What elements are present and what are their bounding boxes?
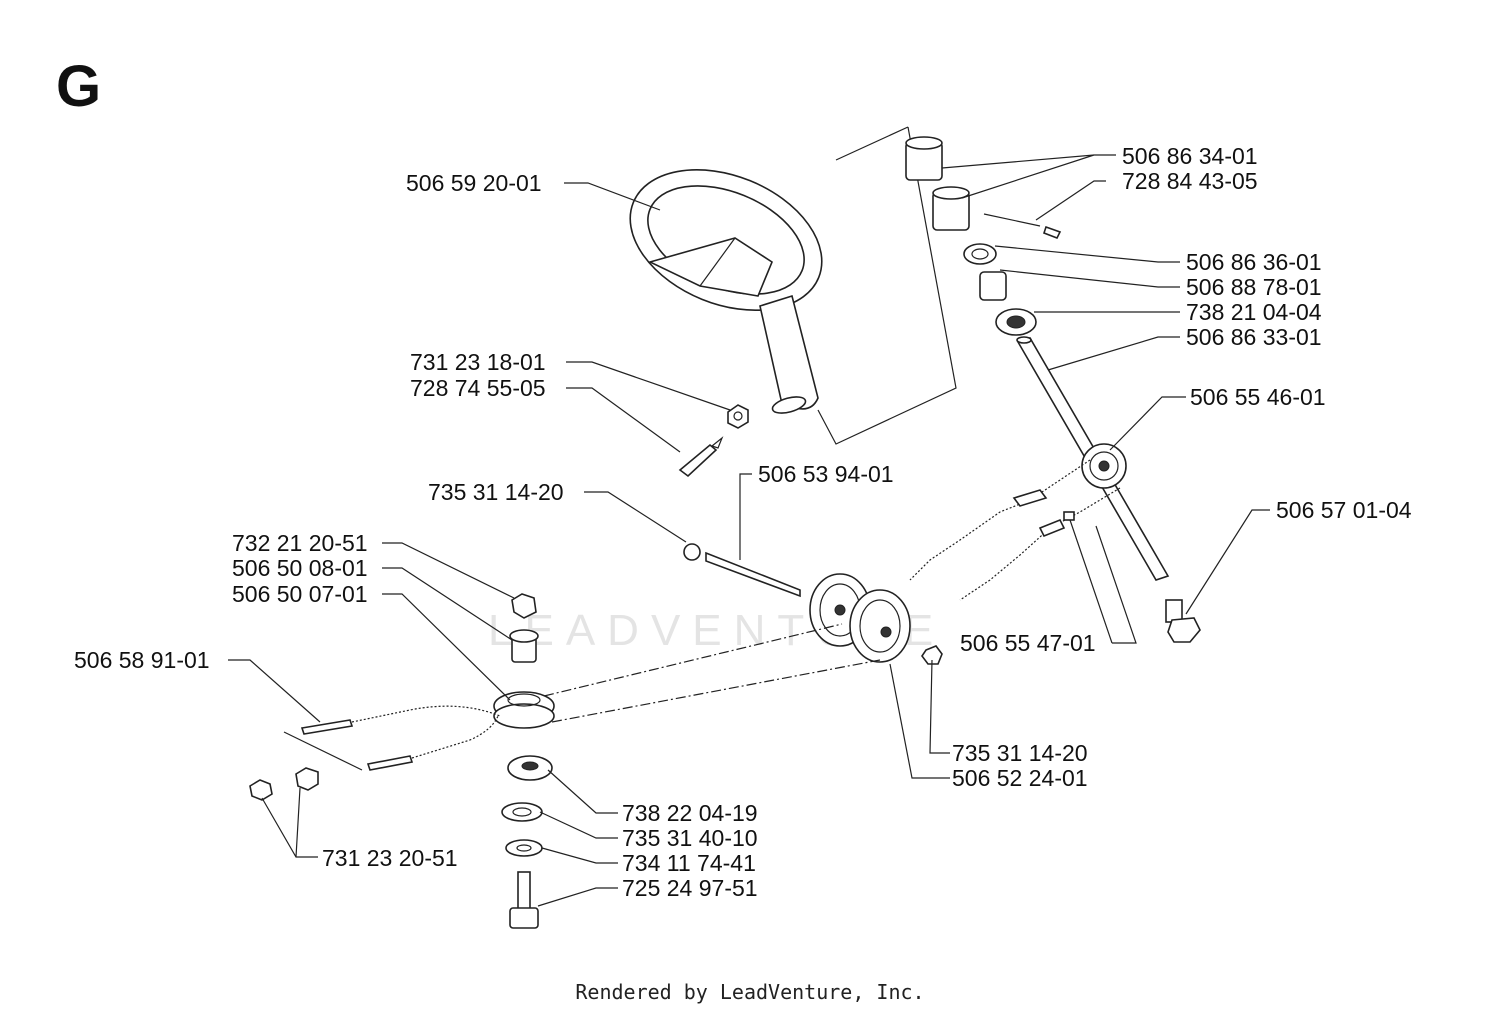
part-label: 732 21 20-51 bbox=[232, 530, 368, 556]
part-label: 506 50 08-01 bbox=[232, 555, 368, 581]
bolt-506-57 bbox=[1165, 599, 1201, 643]
part-label: 728 74 55-05 bbox=[410, 375, 546, 401]
part-label: 735 31 14-20 bbox=[428, 479, 564, 505]
part-label: 506 55 47-01 bbox=[960, 630, 1096, 656]
part-label: 735 31 40-10 bbox=[622, 825, 758, 851]
belt-upper bbox=[543, 623, 843, 697]
part-label: 506 57 01-04 bbox=[1276, 497, 1412, 523]
belt-lower bbox=[551, 659, 881, 723]
pulley-shaft bbox=[683, 543, 801, 598]
part-label: 506 58 91-01 bbox=[74, 647, 210, 673]
sprocket bbox=[1081, 443, 1127, 489]
part-label: 506 88 78-01 bbox=[1186, 274, 1322, 300]
section-letter: G bbox=[56, 54, 102, 119]
part-label: 506 53 94-01 bbox=[758, 461, 894, 487]
column-upper-parts bbox=[905, 136, 1062, 336]
part-label: 506 55 46-01 bbox=[1190, 384, 1326, 410]
part-label: 738 22 04-19 bbox=[622, 800, 758, 826]
footer-credit: Rendered by LeadVenture, Inc. bbox=[575, 980, 925, 1004]
chain-upper bbox=[909, 459, 1091, 581]
part-label: 731 23 18-01 bbox=[410, 349, 546, 375]
part-label: 738 21 04-04 bbox=[1186, 299, 1322, 325]
steering-wheel bbox=[629, 169, 823, 414]
part-label: 734 11 74-41 bbox=[622, 850, 756, 876]
pulleys bbox=[809, 573, 943, 665]
part-label: 725 24 97-51 bbox=[622, 875, 758, 901]
part-label: 735 31 14-20 bbox=[952, 740, 1088, 766]
lower-sheave-stack bbox=[493, 593, 555, 929]
leader-lines bbox=[228, 154, 1270, 907]
detail-bracket bbox=[817, 126, 957, 445]
part-label: 731 23 20-51 bbox=[322, 845, 458, 871]
wheel-nut bbox=[727, 404, 749, 429]
part-label: 506 86 34-01 bbox=[1122, 143, 1258, 169]
chain-lower bbox=[959, 487, 1121, 601]
part-label: 506 50 07-01 bbox=[232, 581, 368, 607]
part-label: 506 52 24-01 bbox=[952, 765, 1088, 791]
part-label: 506 86 36-01 bbox=[1186, 249, 1322, 275]
cables-lower-left bbox=[249, 705, 501, 801]
wheel-screw bbox=[678, 436, 724, 478]
part-label: 506 86 33-01 bbox=[1186, 324, 1322, 350]
part-label: 728 84 43-05 bbox=[1122, 168, 1258, 194]
part-label: 506 59 20-01 bbox=[406, 170, 542, 196]
